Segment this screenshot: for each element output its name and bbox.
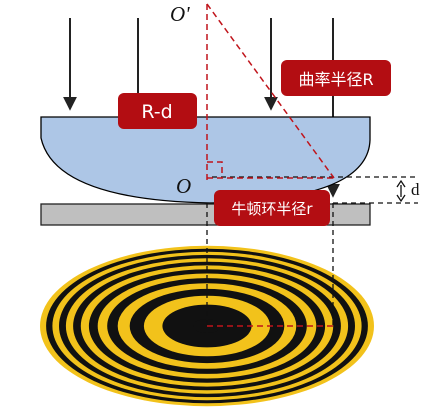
gap-label: d bbox=[411, 180, 420, 199]
point-o: O bbox=[176, 174, 191, 198]
tag-curvature-radius-label: 曲率半径R bbox=[298, 70, 373, 89]
tag-newton-ring-radius-label: 牛顿环半径r bbox=[231, 200, 313, 218]
lens bbox=[40, 116, 371, 204]
tag-curvature-radius: 曲率半径R bbox=[281, 60, 391, 96]
gap-arrow-head-down bbox=[396, 194, 406, 203]
tag-r-minus-d-label: R-d bbox=[141, 101, 172, 123]
tag-newton-ring-radius: 牛顿环半径r bbox=[214, 190, 330, 226]
gap-arrow-head-up bbox=[396, 179, 406, 188]
gap-dimension bbox=[396, 179, 406, 203]
construction-lines bbox=[206, 3, 335, 327]
point-o-prime: O' bbox=[170, 2, 190, 26]
radius-line bbox=[206, 3, 335, 179]
newton-rings-pattern bbox=[40, 245, 374, 407]
vertical-guides bbox=[206, 203, 334, 326]
gap-guides bbox=[212, 176, 418, 204]
right-angle-mark bbox=[207, 161, 223, 178]
tag-r-minus-d: R-d bbox=[118, 93, 197, 129]
